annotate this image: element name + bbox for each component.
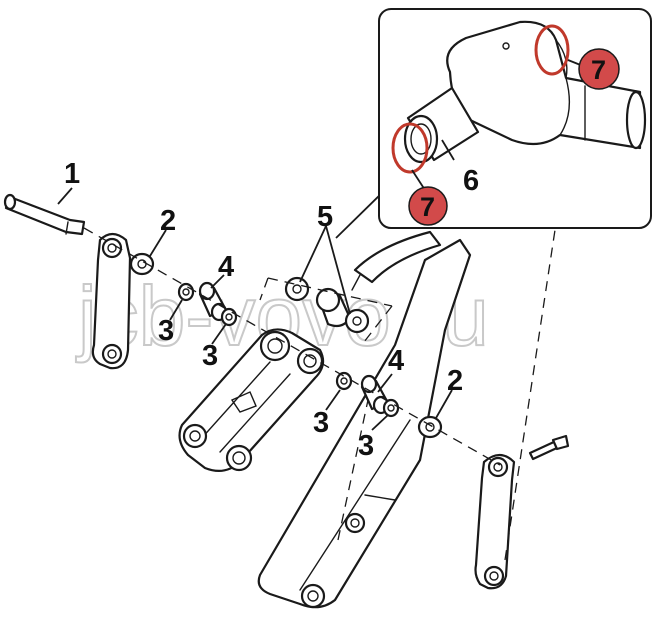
callout-7-bottom: 7 xyxy=(420,192,435,222)
callout-3-c: 3 xyxy=(313,407,329,439)
o-ring-front xyxy=(391,122,429,174)
callout-7-top: 7 xyxy=(591,55,606,85)
tie-bar-right xyxy=(474,453,516,590)
badge-7-top xyxy=(578,48,620,90)
callout-3-d: 3 xyxy=(358,430,374,462)
bolt xyxy=(528,434,570,461)
dipper-arm xyxy=(257,238,472,609)
tipping-link xyxy=(178,328,325,473)
tie-bar-left xyxy=(91,232,132,370)
callout-6: 6 xyxy=(463,165,479,197)
callout-5: 5 xyxy=(317,201,333,233)
callout-2-right: 2 xyxy=(447,365,463,397)
spacer-right-a xyxy=(335,371,353,391)
washer-centre-a xyxy=(284,276,310,302)
washer-right xyxy=(417,415,443,439)
leader-lines xyxy=(57,187,453,431)
spacer-left-b xyxy=(220,307,238,327)
spacer-right-b xyxy=(382,398,400,418)
badge-7-bottom xyxy=(408,186,448,226)
cylinder-eye xyxy=(315,287,352,328)
washer-centre-b xyxy=(344,308,370,334)
callout-3-b: 3 xyxy=(202,340,218,372)
callout-2-left: 2 xyxy=(160,205,176,237)
o-ring-rear xyxy=(534,24,570,76)
hydraulic-line xyxy=(351,230,442,291)
callout-4-right: 4 xyxy=(388,345,404,377)
callout-1: 1 xyxy=(64,158,80,190)
pivot-pin xyxy=(3,193,86,236)
detail-inset: 7 7 6 xyxy=(378,8,652,229)
washer-left xyxy=(129,252,155,276)
callout-3-a: 3 xyxy=(158,315,174,347)
callout-4-left: 4 xyxy=(218,251,234,283)
spacer-left-a xyxy=(177,282,195,302)
assembly-axis xyxy=(83,227,556,561)
